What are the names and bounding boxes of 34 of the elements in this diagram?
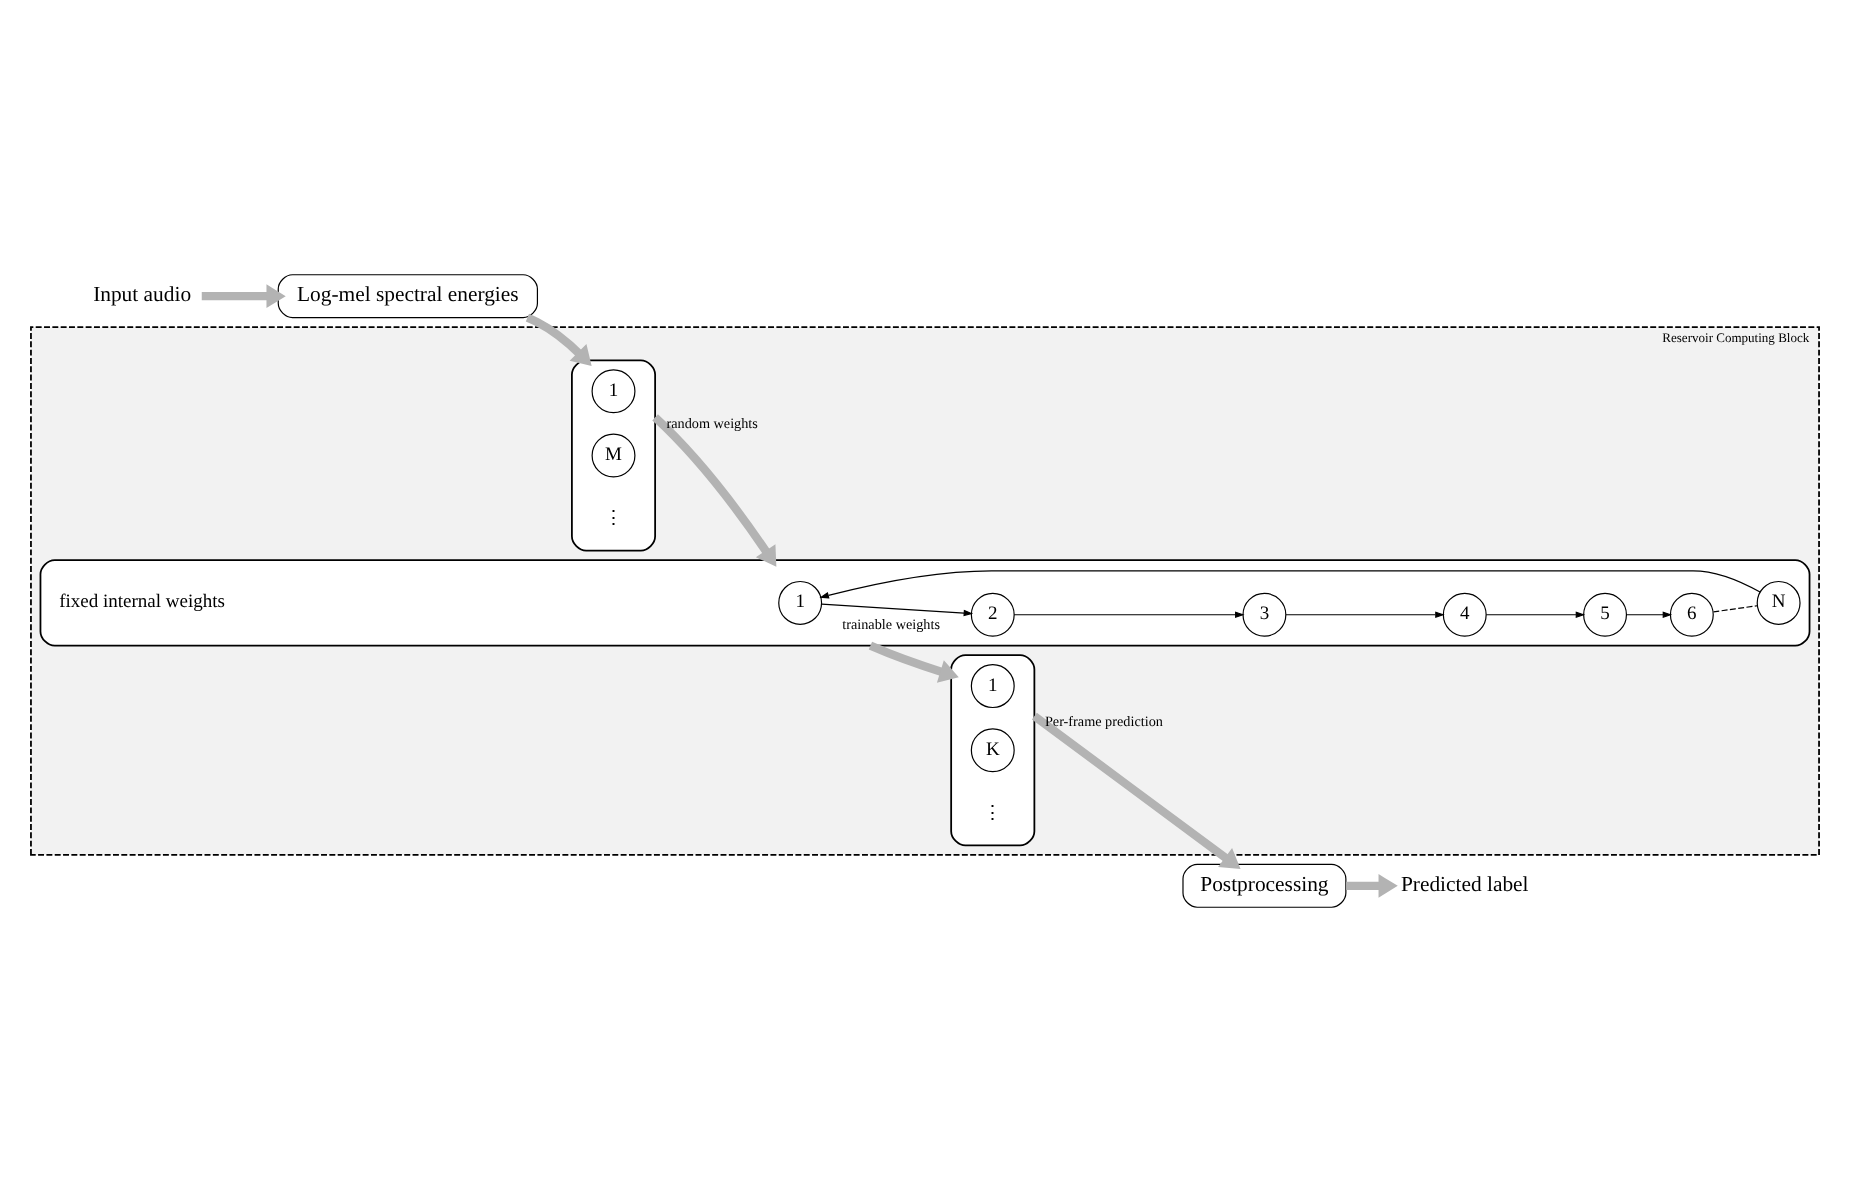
arrow (652, 413, 777, 566)
node-circle: 4 (1442, 591, 1487, 636)
node-circle: 5 (1583, 591, 1628, 636)
node-text: Predicted label (1400, 872, 1529, 897)
node-circle: 3 (1242, 591, 1287, 636)
node-circle: 1 (778, 579, 823, 624)
arrow (821, 602, 974, 616)
arrow (1626, 610, 1673, 618)
node-circle: 6 (1669, 591, 1714, 636)
node-text: Input audio (93, 282, 192, 307)
arrow (1485, 610, 1586, 618)
node-circle: K (970, 727, 1015, 772)
arrow (525, 312, 592, 365)
label: fixed internal weights (59, 592, 225, 613)
node-circle: 2 (970, 591, 1015, 636)
node-box: Log-mel spectral energies (277, 273, 538, 318)
cluster (950, 653, 1036, 846)
arrow (1013, 610, 1245, 618)
node-circle: 1 (591, 368, 636, 413)
label: ⋮ (603, 509, 624, 530)
arrow (1346, 873, 1398, 897)
arrow (1031, 711, 1241, 869)
arrow (868, 640, 959, 682)
cluster (39, 558, 1811, 646)
node-box: Postprocessing (1182, 862, 1347, 907)
arrow (201, 283, 286, 307)
node-circle: 1 (970, 663, 1015, 708)
cluster (571, 358, 656, 551)
arrow (819, 569, 1761, 598)
label: ⋮ (982, 804, 1003, 825)
node-circle: M (591, 432, 636, 477)
connector (1712, 604, 1758, 612)
arrow (1285, 610, 1445, 618)
node-circle: N (1756, 579, 1801, 624)
